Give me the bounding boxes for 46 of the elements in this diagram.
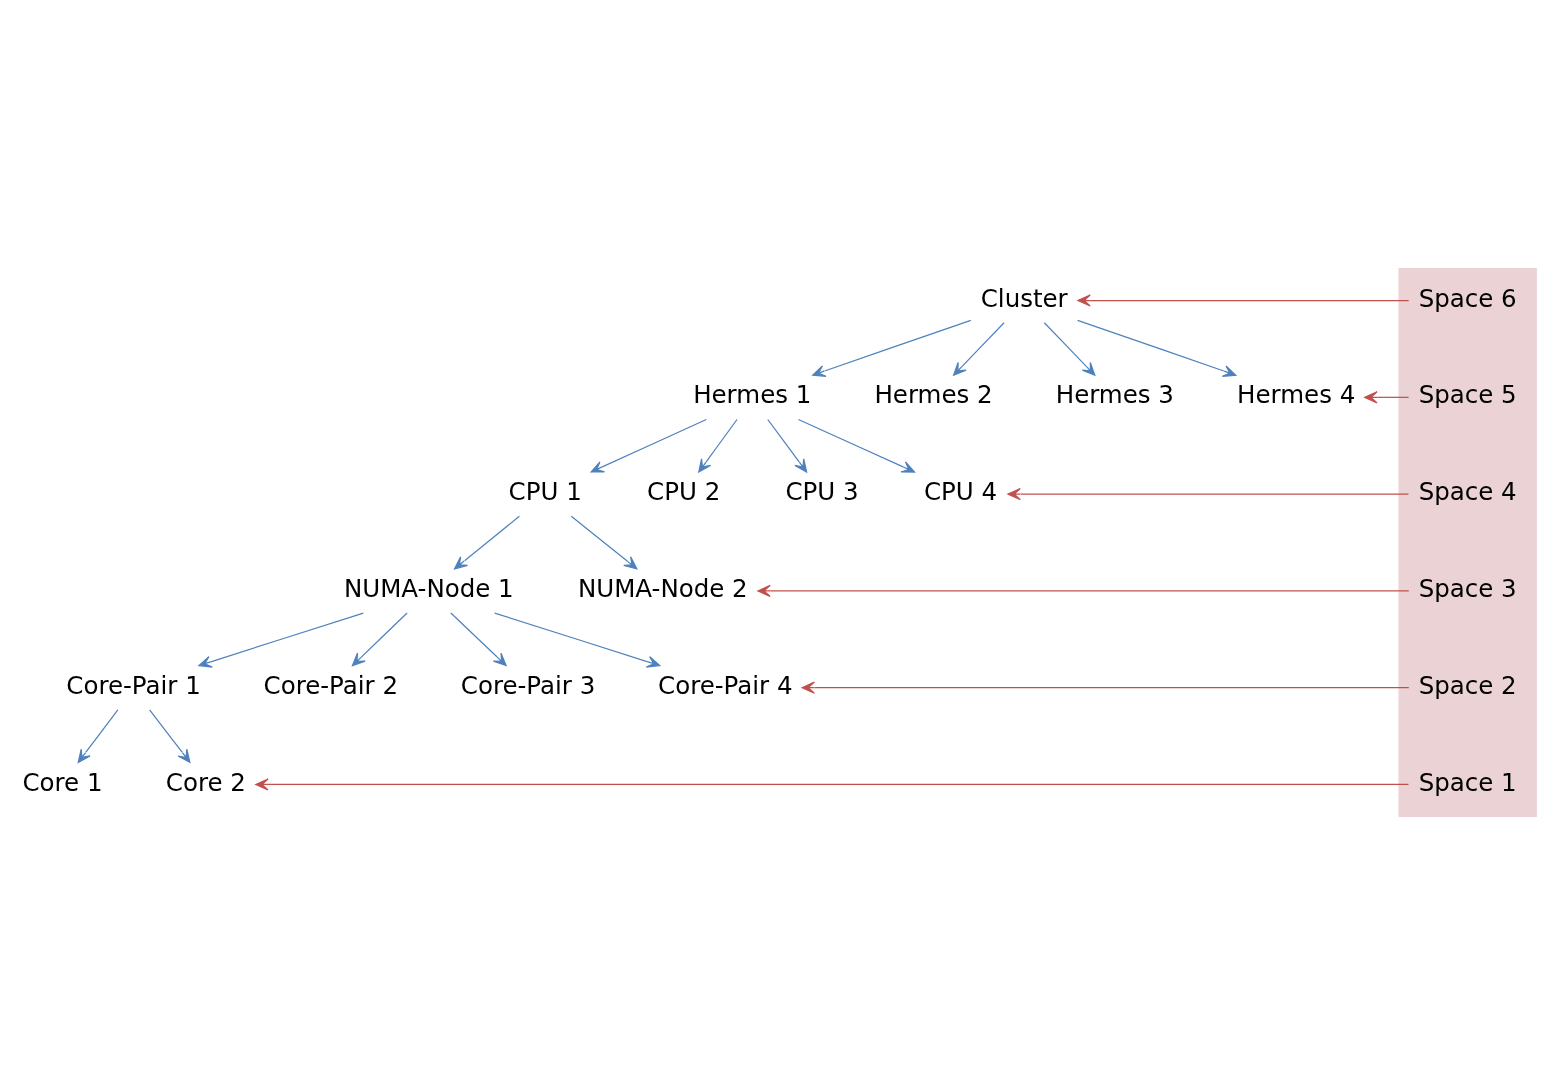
arrow bbox=[767, 418, 808, 473]
arrow bbox=[1007, 488, 1410, 501]
arrow bbox=[149, 709, 191, 763]
node-text: Core 2 bbox=[165, 767, 246, 797]
arrow bbox=[570, 515, 638, 570]
node-text: Core-Pair 3 bbox=[460, 670, 596, 700]
node-text: Hermes 4 bbox=[1237, 380, 1356, 410]
arrow bbox=[1077, 294, 1410, 307]
arrow bbox=[953, 322, 1005, 376]
arrow bbox=[1077, 319, 1237, 377]
node-text: CPU 1 bbox=[508, 477, 582, 507]
arrow bbox=[1364, 391, 1410, 404]
arrow bbox=[812, 319, 972, 377]
node-text: Hermes 2 bbox=[874, 380, 993, 410]
arrow bbox=[1043, 322, 1096, 376]
node-text: Space 4 bbox=[1418, 477, 1517, 507]
node-text: Space 3 bbox=[1418, 574, 1517, 604]
cluster bbox=[1398, 268, 1537, 817]
node-text: Space 1 bbox=[1418, 767, 1517, 797]
node-text: Space 2 bbox=[1418, 670, 1517, 700]
node-text: NUMA-Node 2 bbox=[577, 574, 748, 604]
arrow bbox=[590, 418, 707, 473]
node-text: Cluster bbox=[980, 283, 1068, 313]
node-text: CPU 2 bbox=[647, 477, 721, 507]
node-text: Space 6 bbox=[1418, 283, 1517, 313]
arrow bbox=[198, 612, 364, 668]
node-text: Core 1 bbox=[22, 767, 103, 797]
node-text: Core-Pair 2 bbox=[263, 670, 399, 700]
arrow bbox=[453, 515, 520, 570]
arrow bbox=[351, 612, 408, 667]
node-text: Core-Pair 4 bbox=[658, 670, 793, 700]
arrow bbox=[757, 584, 1410, 597]
node-text: CPU 4 bbox=[923, 477, 998, 507]
node-text: Hermes 3 bbox=[1055, 380, 1174, 410]
node-text: NUMA-Node 1 bbox=[343, 574, 514, 604]
arrow bbox=[797, 418, 916, 473]
arrow bbox=[494, 612, 661, 668]
arrow bbox=[698, 418, 738, 473]
arrow bbox=[801, 681, 1410, 694]
arrow bbox=[450, 612, 507, 667]
node-text: CPU 3 bbox=[785, 477, 859, 507]
node-text: Core-Pair 1 bbox=[66, 670, 201, 700]
node-text: Hermes 1 bbox=[693, 380, 812, 410]
arrow bbox=[77, 709, 119, 763]
arrow bbox=[255, 778, 1410, 791]
node-text: Space 5 bbox=[1418, 380, 1517, 410]
